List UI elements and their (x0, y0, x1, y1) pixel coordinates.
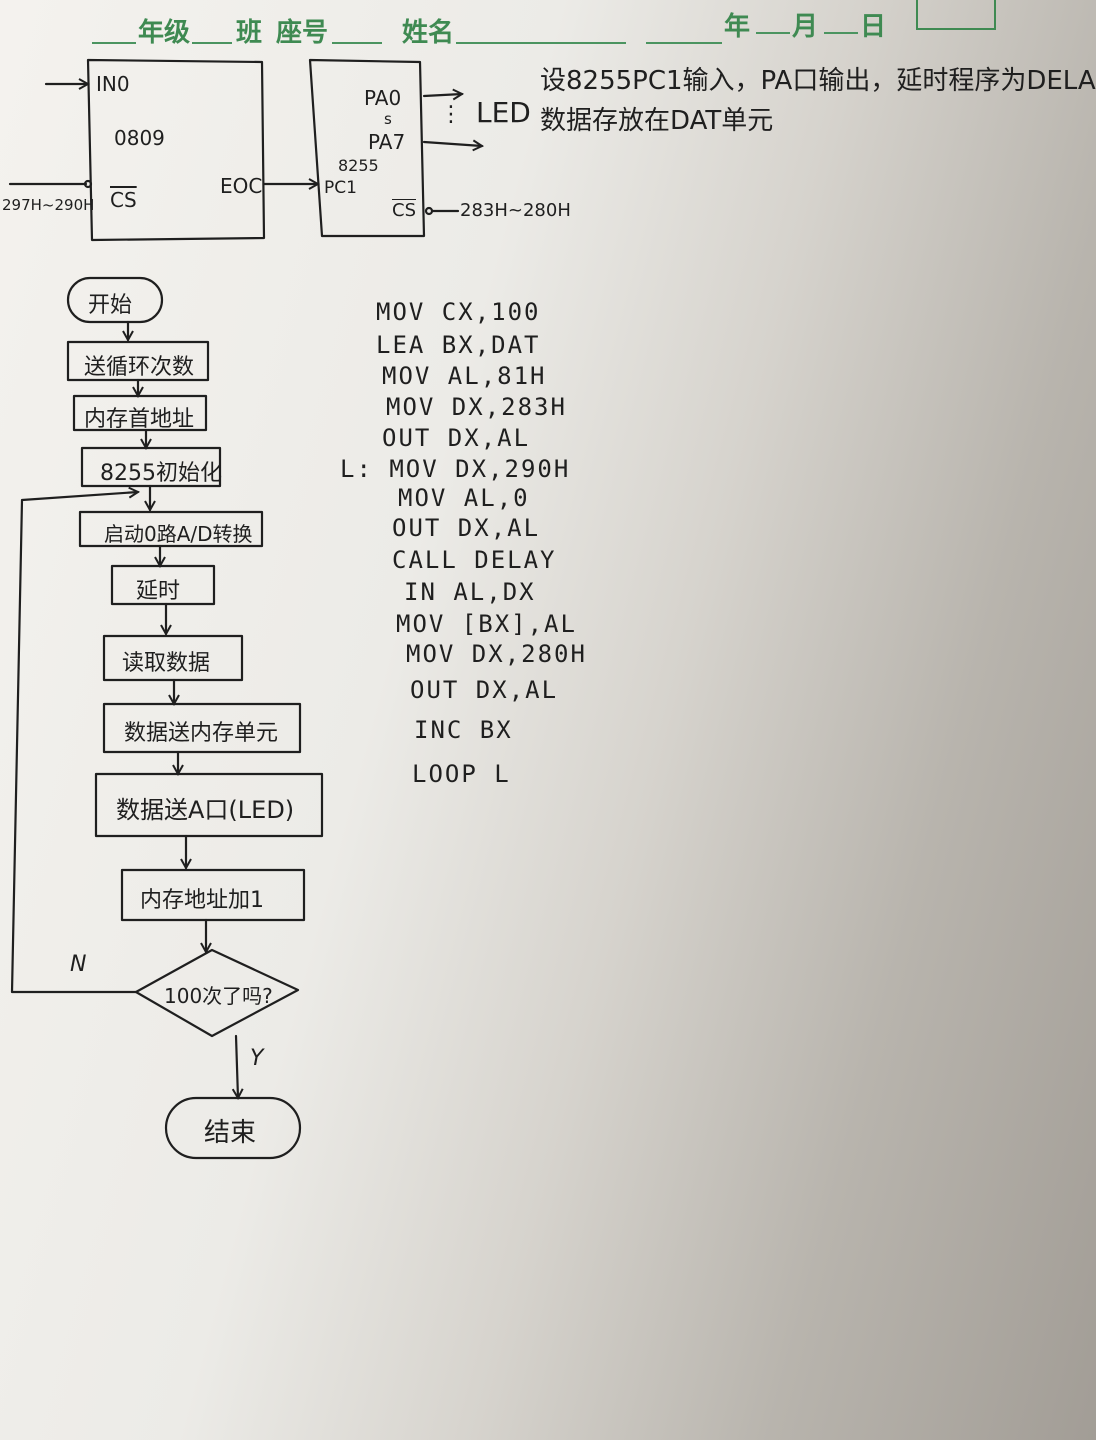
cs-bubble (83, 179, 93, 189)
code-line-9: CALL DELAY (392, 546, 557, 574)
grade-blank (92, 42, 136, 44)
yes-arrow (236, 1034, 238, 1098)
code-line-13: OUT DX,AL (410, 676, 559, 704)
code-line-11: MOV [BX],AL (396, 610, 577, 638)
fc-step-1: 送循环次数 (84, 355, 195, 380)
class-blank (192, 42, 232, 44)
seat-label: 座号 (276, 18, 329, 48)
end-label: 结束 (204, 1118, 257, 1148)
code-line-8: OUT DX,AL (392, 514, 541, 542)
decision-diamond (134, 948, 300, 1038)
month-blank (756, 32, 790, 34)
fc-box-9 (120, 868, 306, 922)
pa7-arrow (422, 142, 482, 146)
adc-chip-label: 0809 (114, 126, 165, 150)
fc-box-4 (78, 510, 264, 548)
decision-label: 100次了吗? (164, 984, 273, 1008)
code-line-2: LEA BX,DAT (376, 331, 541, 359)
adc-chip-box (86, 58, 266, 242)
ppi-cs-label: CS (392, 200, 416, 221)
no-branch-label: N (70, 952, 87, 977)
score-box (916, 0, 996, 30)
day-label: 日 (860, 12, 887, 42)
code-line-10: IN AL,DX (404, 578, 536, 606)
form-header: 年级 班 座号 姓名 年 月 日 (0, 0, 1080, 56)
start-terminal (66, 276, 164, 324)
ppi-chip-box (308, 58, 426, 238)
ppi-pa7-label: PA7 (368, 130, 406, 154)
fc-step-8: 数据送A口(LED) (116, 796, 295, 824)
ppi-address-label: 283H~280H (460, 200, 571, 221)
name-blank (456, 42, 626, 44)
ppi-chip-label: 8255 (338, 156, 379, 175)
note-line-2: 数据存放在DAT单元 (540, 106, 774, 136)
class-label: 班 (236, 18, 263, 48)
code-line-4: MOV DX,283H (386, 393, 567, 421)
pa0-arrow (422, 94, 462, 96)
ppi-pc1-label: PC1 (324, 178, 357, 198)
grade-label: 年级 (138, 18, 191, 48)
code-line-12: MOV DX,280H (406, 640, 587, 668)
fc-box-7 (102, 702, 302, 754)
code-line-3: MOV AL,81H (382, 362, 547, 390)
start-label: 开始 (88, 293, 133, 318)
fc-step-2: 内存首地址 (84, 407, 195, 432)
code-line-6: L: MOV DX,290H (340, 455, 571, 483)
year-label: 年 (724, 12, 751, 42)
ppi-range-sep: s (384, 110, 392, 128)
code-line-1: MOV CX,100 (376, 298, 541, 326)
adc-address-label: 297H~290H (2, 196, 95, 214)
pa-ellipsis: ⋮ (440, 102, 462, 127)
fc-step-4: 启动0路A/D转换 (104, 522, 253, 546)
code-line-14: INC BX (414, 716, 513, 744)
code-line-15: LOOP L (412, 760, 511, 788)
yes-branch-label: Y (250, 1046, 264, 1071)
seat-blank (332, 42, 382, 44)
year-blank (646, 42, 722, 44)
fc-step-5: 延时 (136, 579, 181, 604)
fc-step-3: 8255初始化 (100, 461, 222, 486)
adc-cs-label: CS (110, 188, 137, 212)
adc-in0-label: IN0 (96, 72, 130, 96)
no-loop-line (10, 492, 138, 994)
fc-step-7: 数据送内存单元 (124, 721, 279, 746)
end-terminal (164, 1096, 302, 1160)
name-label: 姓名 (402, 18, 455, 48)
fc-box-8 (94, 772, 324, 838)
day-blank (824, 32, 858, 34)
month-label: 月 (792, 12, 819, 42)
code-line-5: OUT DX,AL (382, 424, 531, 452)
ppi-pa0-label: PA0 (364, 86, 402, 110)
code-line-7: MOV AL,0 (398, 484, 530, 512)
led-label: LED (476, 96, 531, 129)
fc-box-2 (72, 394, 208, 432)
fc-step-6: 读取数据 (122, 651, 211, 676)
fc-box-5 (110, 564, 216, 606)
adc-eoc-label: EOC (220, 174, 263, 198)
fc-step-9: 内存地址加1 (140, 888, 264, 913)
note-line-1: 设8255PC1输入，PA口输出，延时程序为DELA (540, 66, 1096, 96)
